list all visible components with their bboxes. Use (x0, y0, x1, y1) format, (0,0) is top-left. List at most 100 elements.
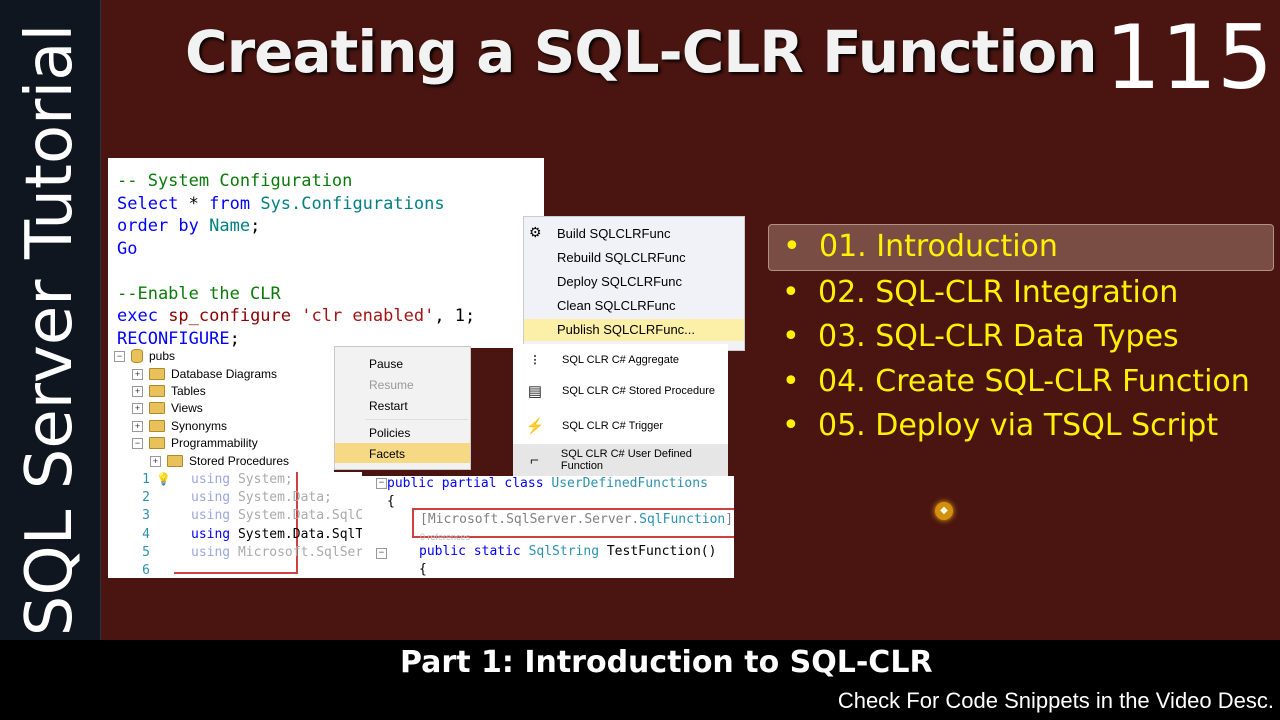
code-line: { (419, 562, 427, 577)
lightbulb-icon[interactable]: 💡 (156, 472, 171, 486)
folder-icon (149, 368, 165, 380)
tree-item-database-diagrams[interactable]: +Database Diagrams (132, 366, 277, 382)
code-comment: -- System Configuration (117, 171, 353, 191)
aggregate-icon: ⁝ (532, 352, 538, 369)
mouse-cursor-icon: ◆ (935, 502, 953, 520)
expand-icon[interactable]: + (132, 368, 143, 380)
code-line: { (387, 494, 395, 509)
code-line: [Microsoft.SqlServer.Server.SqlFunction] (420, 512, 734, 527)
code-comment: --Enable the CLR (117, 283, 281, 304)
folder-icon (149, 402, 165, 414)
tree-item-synonyms[interactable]: +Synonyms (132, 418, 227, 434)
menu-item-restart[interactable]: Restart (369, 399, 408, 413)
bullet-icon: • (782, 274, 800, 310)
code-editor-class: − public partial class UserDefinedFuncti… (362, 476, 734, 578)
template-item-stored-procedure[interactable]: ▤ SQL CLR C# Stored Procedure (513, 375, 728, 407)
sidebar-title: SQL Server Tutorial (13, 23, 87, 637)
code-text: ; (229, 328, 240, 349)
bullet-icon: • (782, 363, 800, 399)
menu-item-resume[interactable]: Resume (369, 378, 414, 392)
topic-item[interactable]: •02. SQL-CLR Integration (768, 271, 1274, 316)
topic-item[interactable]: •03. SQL-CLR Data Types (768, 315, 1274, 360)
menu-item-clean[interactable]: Clean SQLCLRFunc (557, 298, 676, 313)
expand-icon[interactable]: + (150, 455, 161, 467)
trigger-icon: ⚡ (525, 418, 545, 435)
code-line: using Microsoft.SqlSer (191, 545, 364, 560)
code-keyword: exec (117, 306, 158, 326)
line-number: 2 (142, 490, 150, 505)
server-context-menu: Pause Resume Restart Policies Facets (334, 346, 471, 470)
template-list: ⁝ SQL CLR C# Aggregate ▤ SQL CLR C# Stor… (513, 344, 728, 476)
menu-highlight (335, 443, 470, 463)
code-text: ; (250, 216, 261, 236)
code-editor-usings: 1 2 3 4 5 6 💡 using System; using System… (108, 472, 364, 578)
line-number: 1 (142, 472, 150, 487)
expand-icon[interactable]: + (132, 385, 143, 397)
database-icon (131, 349, 143, 363)
sql-code: -- System Configuration Select * from Sy… (108, 158, 544, 350)
code-keyword: Go (117, 238, 138, 259)
topic-item-active[interactable]: •01. Introduction (768, 224, 1274, 271)
highlight-box (174, 472, 298, 574)
bullet-icon: • (783, 229, 801, 264)
sidebar: SQL Server Tutorial (0, 0, 101, 640)
code-proc: sp_configure (157, 306, 302, 326)
highlight-box (412, 508, 734, 538)
footer-title: Part 1: Introduction to SQL-CLR (400, 645, 933, 680)
folder-icon (149, 385, 165, 397)
menu-item-facets[interactable]: Facets (369, 447, 406, 461)
tree-item-pubs[interactable]: −pubs (114, 348, 175, 364)
line-number: 5 (142, 545, 150, 560)
build-menu: ⚙ Build SQLCLRFunc Rebuild SQLCLRFunc De… (523, 216, 745, 351)
collapse-icon[interactable]: − (376, 478, 387, 489)
menu-item-rebuild[interactable]: Rebuild SQLCLRFunc (557, 250, 686, 265)
build-icon: ⚙ (529, 224, 542, 240)
menu-item-publish[interactable]: Publish SQLCLRFunc... (557, 322, 696, 337)
menu-item-pause[interactable]: Pause (369, 357, 404, 371)
collapse-icon[interactable]: − (114, 350, 125, 362)
function-icon: ⌐ (530, 451, 539, 469)
tree-item-views[interactable]: +Views (132, 400, 203, 416)
template-item-aggregate[interactable]: ⁝ SQL CLR C# Aggregate (513, 344, 728, 376)
topic-item[interactable]: •05. Deploy via TSQL Script (768, 404, 1274, 449)
tree-item-tables[interactable]: +Tables (132, 383, 206, 399)
template-item-user-defined-function[interactable]: ⌐ SQL CLR C# User Defined Function (513, 444, 728, 476)
menu-item-policies[interactable]: Policies (369, 426, 411, 440)
line-number: 4 (142, 527, 150, 542)
tree-item-programmability[interactable]: −Programmability (132, 435, 258, 451)
sql-code-panel: -- System Configuration Select * from Sy… (108, 158, 544, 350)
code-object: Sys.Configurations (250, 193, 445, 214)
folder-icon (149, 420, 165, 432)
menu-item-deploy[interactable]: Deploy SQLCLRFunc (557, 274, 682, 289)
topic-item[interactable]: •04. Create SQL-CLR Function (768, 360, 1274, 405)
menu-item-build[interactable]: Build SQLCLRFunc (557, 226, 671, 241)
menu-highlight (524, 319, 744, 341)
collapse-icon[interactable]: − (376, 548, 387, 559)
code-line: public partial class UserDefinedFunction… (387, 476, 708, 491)
line-number: 3 (142, 508, 150, 523)
slide-title: Creating a SQL-CLR Function (185, 18, 1098, 86)
object-explorer: −pubs +Database Diagrams +Tables +Views … (108, 348, 334, 472)
collapse-icon[interactable]: − (132, 437, 143, 449)
folder-icon (167, 455, 183, 467)
code-line: using System.Data.SqlT (191, 527, 364, 542)
menu-separator (365, 419, 468, 420)
expand-icon[interactable]: + (132, 402, 143, 414)
code-line: using System.Data.SqlC (191, 508, 364, 523)
tree-item-stored-procedures[interactable]: +Stored Procedures (150, 453, 289, 469)
code-keyword: from (209, 193, 251, 214)
bullet-icon: • (782, 408, 800, 443)
code-keyword: order by (117, 216, 199, 236)
line-number: 6 (142, 563, 150, 578)
template-item-trigger[interactable]: ⚡ SQL CLR C# Trigger (525, 418, 664, 435)
episode-number: 115 (1105, 6, 1273, 109)
code-line: using System; (191, 472, 293, 487)
bullet-icon: • (782, 319, 800, 354)
code-string: 'clr enabled' (301, 306, 435, 326)
code-keyword: Select (117, 193, 179, 214)
expand-icon[interactable]: + (132, 420, 143, 432)
stored-procedure-icon: ▤ (527, 383, 543, 400)
folder-icon (149, 437, 165, 449)
references-label[interactable]: 0 references (420, 532, 471, 542)
footer-note: Check For Code Snippets in the Video Des… (837, 688, 1274, 713)
